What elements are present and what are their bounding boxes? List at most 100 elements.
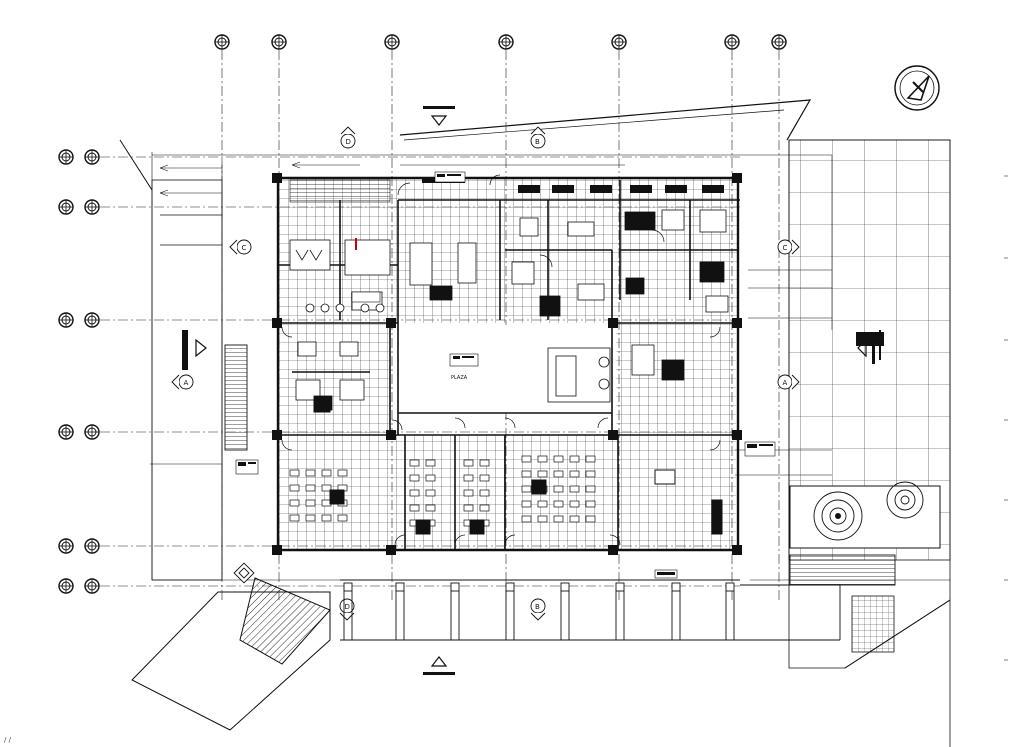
desk bbox=[585, 500, 596, 508]
desk bbox=[521, 470, 532, 478]
desk bbox=[289, 484, 300, 492]
desk bbox=[553, 500, 564, 508]
grid-bubble-icon bbox=[58, 199, 74, 215]
desk bbox=[425, 489, 436, 497]
desk bbox=[585, 515, 596, 523]
grid-bubble-icon bbox=[58, 312, 74, 328]
desk bbox=[537, 470, 548, 478]
desk bbox=[479, 474, 490, 482]
desk bbox=[289, 469, 300, 477]
desk bbox=[537, 515, 548, 523]
desk bbox=[337, 469, 348, 477]
level-diamond-icon bbox=[233, 562, 255, 584]
column-pier bbox=[343, 582, 353, 592]
bottom-colonnade bbox=[340, 579, 841, 641]
grid-bubble-icon bbox=[84, 199, 100, 215]
grid-bubble-icon bbox=[771, 34, 787, 50]
grid-bubble-icon bbox=[58, 424, 74, 440]
desk bbox=[305, 469, 316, 477]
grid-bubble-icon bbox=[498, 34, 514, 50]
grid-bubble-icon bbox=[58, 578, 74, 594]
desk bbox=[409, 504, 420, 512]
desk bbox=[321, 484, 332, 492]
desk bbox=[425, 504, 436, 512]
desk bbox=[537, 500, 548, 508]
desk bbox=[321, 469, 332, 477]
grid-bubble-icon bbox=[58, 538, 74, 554]
column-pier bbox=[560, 582, 570, 592]
desk bbox=[553, 485, 564, 493]
desk bbox=[337, 514, 348, 522]
desk bbox=[537, 455, 548, 463]
grid-bubble-icon bbox=[611, 34, 627, 50]
section-marker-icon bbox=[171, 126, 800, 621]
column-pier bbox=[671, 582, 681, 592]
site-boundary-top bbox=[119, 99, 812, 191]
desk bbox=[321, 514, 332, 522]
corner-mark: / / bbox=[4, 736, 11, 744]
grid-bubble-icon bbox=[384, 34, 400, 50]
section-marker-labels: D B C C A A D B bbox=[184, 138, 788, 611]
desk bbox=[569, 455, 580, 463]
desk bbox=[289, 514, 300, 522]
desk bbox=[409, 459, 420, 467]
desk bbox=[409, 489, 420, 497]
desk bbox=[585, 455, 596, 463]
section-a-left-label: A bbox=[184, 379, 189, 387]
row-grid-bubbles-left bbox=[58, 149, 100, 594]
classroom-desks bbox=[289, 455, 596, 527]
section-d-top-label: D bbox=[346, 138, 351, 146]
grid-bubble-icon bbox=[84, 424, 100, 440]
column-pier bbox=[450, 582, 460, 592]
desk bbox=[425, 459, 436, 467]
desk bbox=[305, 484, 316, 492]
grid-bubble-icon bbox=[84, 538, 100, 554]
grid-bubble-icon bbox=[84, 312, 100, 328]
section-c-left-label: C bbox=[242, 244, 247, 252]
main-building: PLAZA bbox=[272, 173, 742, 555]
desk bbox=[569, 470, 580, 478]
desk bbox=[463, 504, 474, 512]
desk bbox=[463, 489, 474, 497]
desk bbox=[463, 459, 474, 467]
left-ramp-strip bbox=[151, 179, 248, 581]
grid-bubble-icon bbox=[214, 34, 230, 50]
desk bbox=[521, 500, 532, 508]
desk bbox=[553, 515, 564, 523]
desk bbox=[479, 489, 490, 497]
desk bbox=[569, 515, 580, 523]
section-d-bottom-label: D bbox=[345, 603, 350, 611]
section-a-right-label: A bbox=[783, 379, 788, 387]
desk bbox=[569, 500, 580, 508]
desk bbox=[585, 485, 596, 493]
desk bbox=[479, 504, 490, 512]
north-arrow-icon bbox=[894, 65, 940, 111]
desk bbox=[521, 515, 532, 523]
desk bbox=[521, 485, 532, 493]
grid-bubble-icon bbox=[84, 578, 100, 594]
desk bbox=[425, 474, 436, 482]
desk bbox=[289, 499, 300, 507]
desk bbox=[305, 514, 316, 522]
right-entrance-stair bbox=[856, 330, 884, 360]
section-b-top-label: B bbox=[535, 138, 540, 146]
desk bbox=[553, 470, 564, 478]
grid-bubble-icon bbox=[58, 149, 74, 165]
section-b-bottom-label: B bbox=[535, 603, 540, 611]
grid-bubble-icon bbox=[84, 149, 100, 165]
column-pier bbox=[725, 582, 735, 592]
desk bbox=[463, 474, 474, 482]
column-pier bbox=[395, 582, 405, 592]
desk bbox=[479, 459, 490, 467]
fountain-area bbox=[789, 481, 941, 586]
plaza-label: PLAZA bbox=[451, 375, 468, 381]
desk bbox=[409, 474, 420, 482]
section-c-right-label: C bbox=[783, 244, 788, 252]
bottom-left-stair bbox=[131, 577, 331, 731]
grid-bubble-icon bbox=[271, 34, 287, 50]
desk bbox=[305, 499, 316, 507]
column-grid-bubbles-top bbox=[214, 34, 787, 50]
column-pier bbox=[505, 582, 515, 592]
desk bbox=[521, 455, 532, 463]
